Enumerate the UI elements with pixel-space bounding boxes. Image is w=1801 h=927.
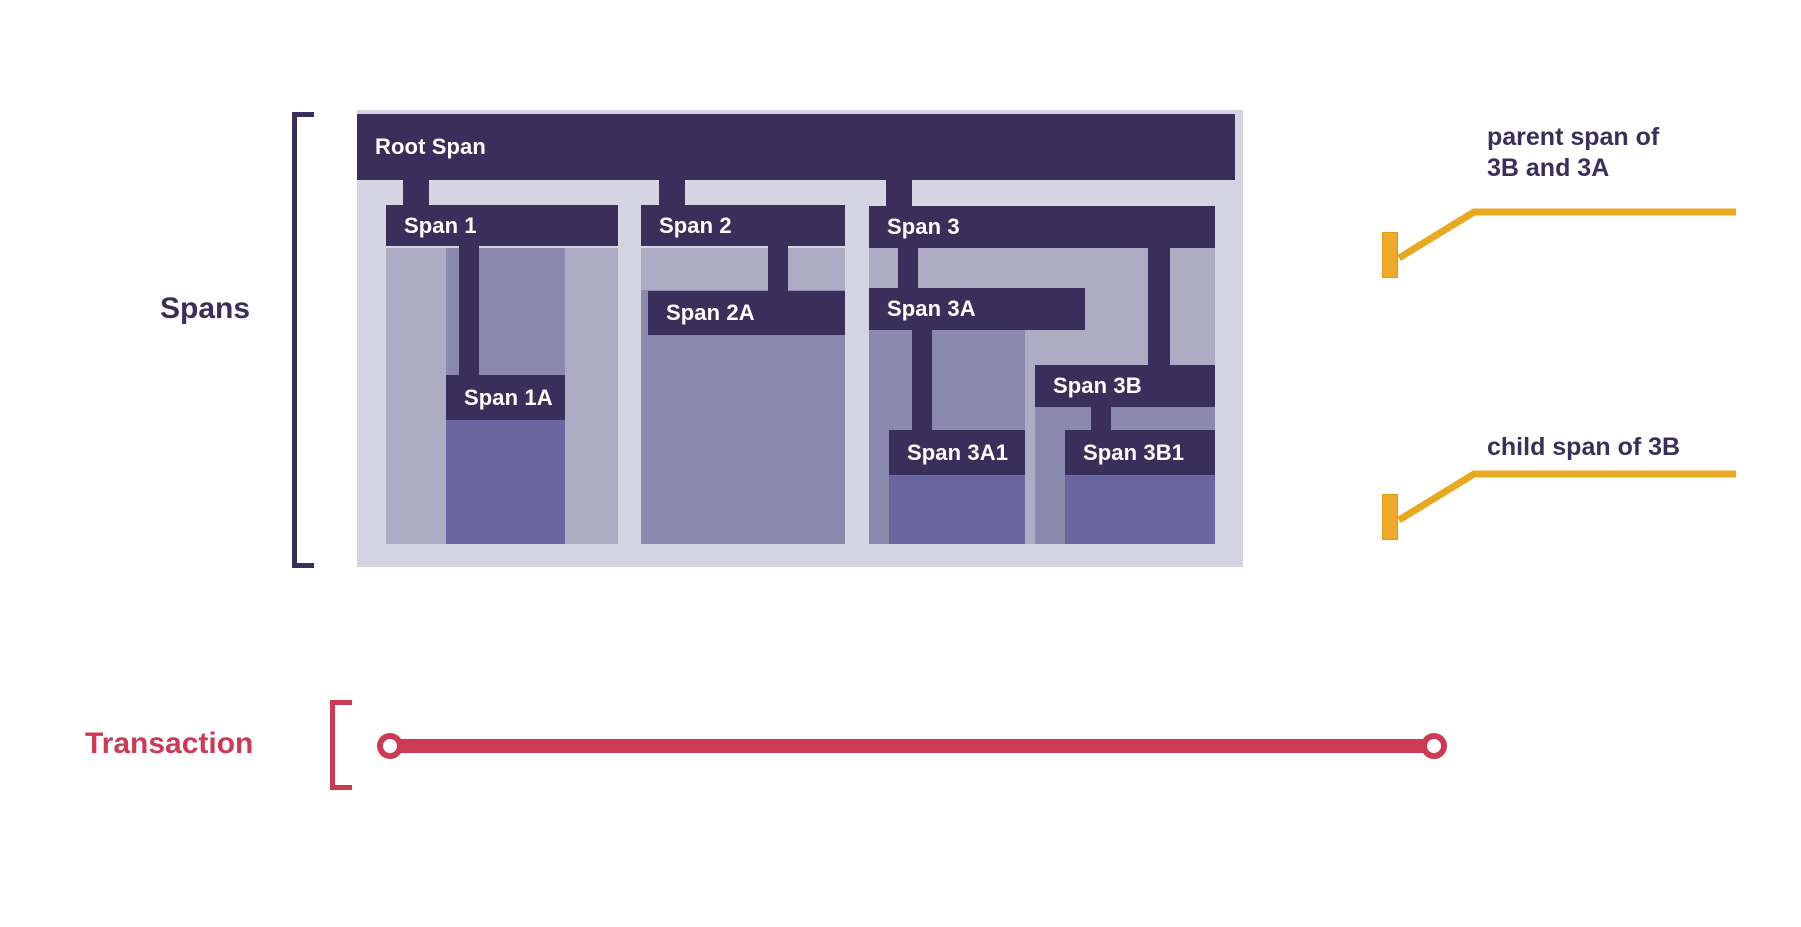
span-label-span-3b1: Span 3B1 [1083, 439, 1185, 465]
span-bar-span-1[interactable]: Span 1 [386, 205, 618, 246]
annotation-child-span: child span of 3B [1487, 433, 1681, 461]
stem-span-3-to-span-3a [898, 246, 918, 294]
spans-axis-label: Spans [160, 292, 251, 325]
span-label-root: Root Span [375, 134, 486, 159]
span-bar-span-3a1[interactable]: Span 3A1 [889, 430, 1025, 475]
annotation-parent-span: parent span of 3B and 3A [1487, 123, 1660, 183]
span-bar-span-3[interactable]: Span 3 [869, 206, 1215, 248]
span-bar-root[interactable]: Root Span [357, 114, 1235, 180]
stem-span-3b-to-span-3b1 [1091, 405, 1111, 433]
plate-span-3a1 [889, 475, 1025, 544]
span-bar-span-3b1[interactable]: Span 3B1 [1065, 430, 1215, 475]
span-bar-span-3b[interactable]: Span 3B [1035, 365, 1215, 407]
span-bar-span-3a[interactable]: Span 3A [869, 288, 1085, 330]
span-label-span-3a1: Span 3A1 [907, 439, 1009, 465]
marker-parent-span-3[interactable] [1382, 232, 1398, 278]
span-label-span-1: Span 1 [404, 212, 477, 238]
stem-span-3a-to-span-3a1 [912, 328, 932, 430]
span-label-span-2a: Span 2A [666, 300, 755, 325]
plate-span-3b1 [1065, 475, 1215, 544]
span-bar-span-1a[interactable]: Span 1A [446, 375, 565, 420]
span-bar-span-2[interactable]: Span 2 [641, 205, 845, 246]
span-bar-span-2a[interactable]: Span 2A [648, 291, 845, 335]
stem-span-3-to-span-3b [1148, 246, 1170, 368]
marker-child-span-3b1[interactable] [1382, 494, 1398, 540]
leader-line-child [1397, 470, 1736, 523]
spans-bracket [292, 112, 314, 568]
stem-span-1-to-span-1a [459, 246, 479, 378]
span-label-span-3b: Span 3B [1053, 373, 1142, 398]
leader-line-parent [1397, 208, 1736, 261]
span-label-span-2: Span 2 [659, 212, 732, 238]
span-label-span-3a: Span 3A [887, 296, 976, 321]
span-label-span-3: Span 3 [887, 214, 960, 239]
transaction-axis-label: Transaction [85, 727, 254, 760]
transaction-duration-bar[interactable] [385, 739, 1435, 753]
span-label-span-1a: Span 1A [464, 384, 553, 410]
stem-span-2-to-span-2a [768, 246, 788, 292]
transaction-end-marker[interactable] [1421, 733, 1447, 759]
transaction-bracket [330, 700, 352, 790]
transaction-start-marker[interactable] [377, 733, 403, 759]
plate-span-1a [446, 420, 565, 544]
